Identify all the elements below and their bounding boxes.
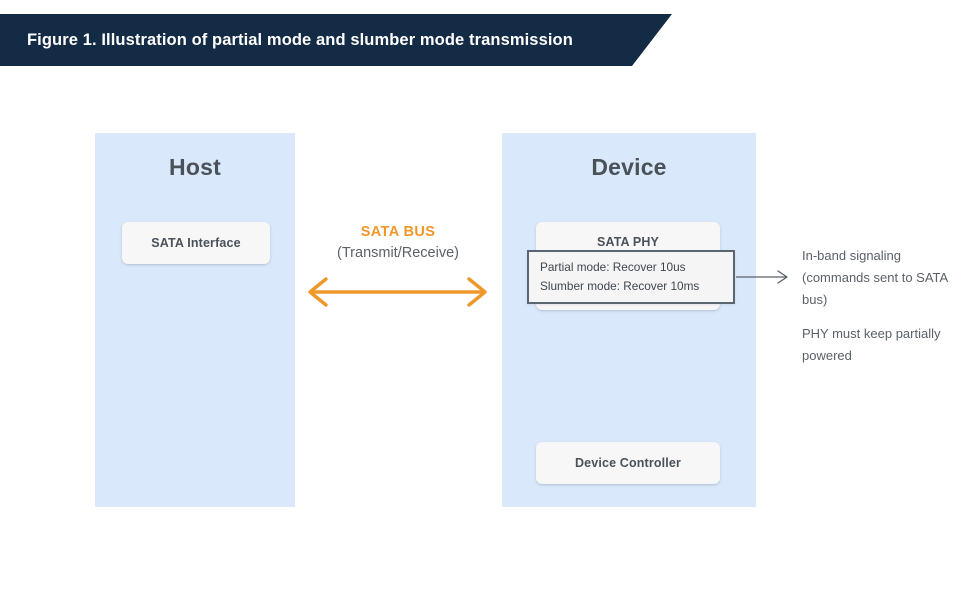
- sata-interface-card: SATA Interface: [122, 222, 270, 264]
- annotation-phy-powered: PHY must keep partially powered: [802, 326, 941, 363]
- device-controller-label: Device Controller: [574, 456, 682, 470]
- slumber-mode-line: Slumber mode: Recover 10ms: [540, 279, 700, 293]
- sata-bus-subtitle: (Transmit/Receive): [337, 245, 459, 261]
- sata-bus-label-block: SATA BUS (Transmit/Receive): [300, 222, 496, 264]
- sata-phy-label: SATA PHY: [596, 235, 660, 249]
- host-panel: Host SATA Interface: [95, 133, 295, 507]
- sata-interface-label: SATA Interface: [151, 236, 241, 250]
- figure-title-banner: Figure 1. Illustration of partial mode a…: [0, 14, 672, 66]
- page-title: Figure 1. Illustration of partial mode a…: [27, 30, 573, 49]
- device-panel: Device SATA PHY Device Controller: [502, 133, 756, 507]
- recovery-mode-box: Partial mode: Recover 10us Slumber mode:…: [527, 250, 735, 304]
- device-controller-card: Device Controller: [536, 442, 720, 484]
- host-panel-title: Host: [169, 154, 221, 180]
- partial-mode-line: Partial mode: Recover 10us: [540, 260, 686, 274]
- sata-bus-title: SATA BUS: [360, 224, 436, 240]
- sata-bus-arrow-icon: [308, 277, 487, 307]
- annotation-in-band-signaling: In-band signaling (commands sent to SATA…: [802, 248, 948, 307]
- device-panel-title: Device: [591, 154, 667, 180]
